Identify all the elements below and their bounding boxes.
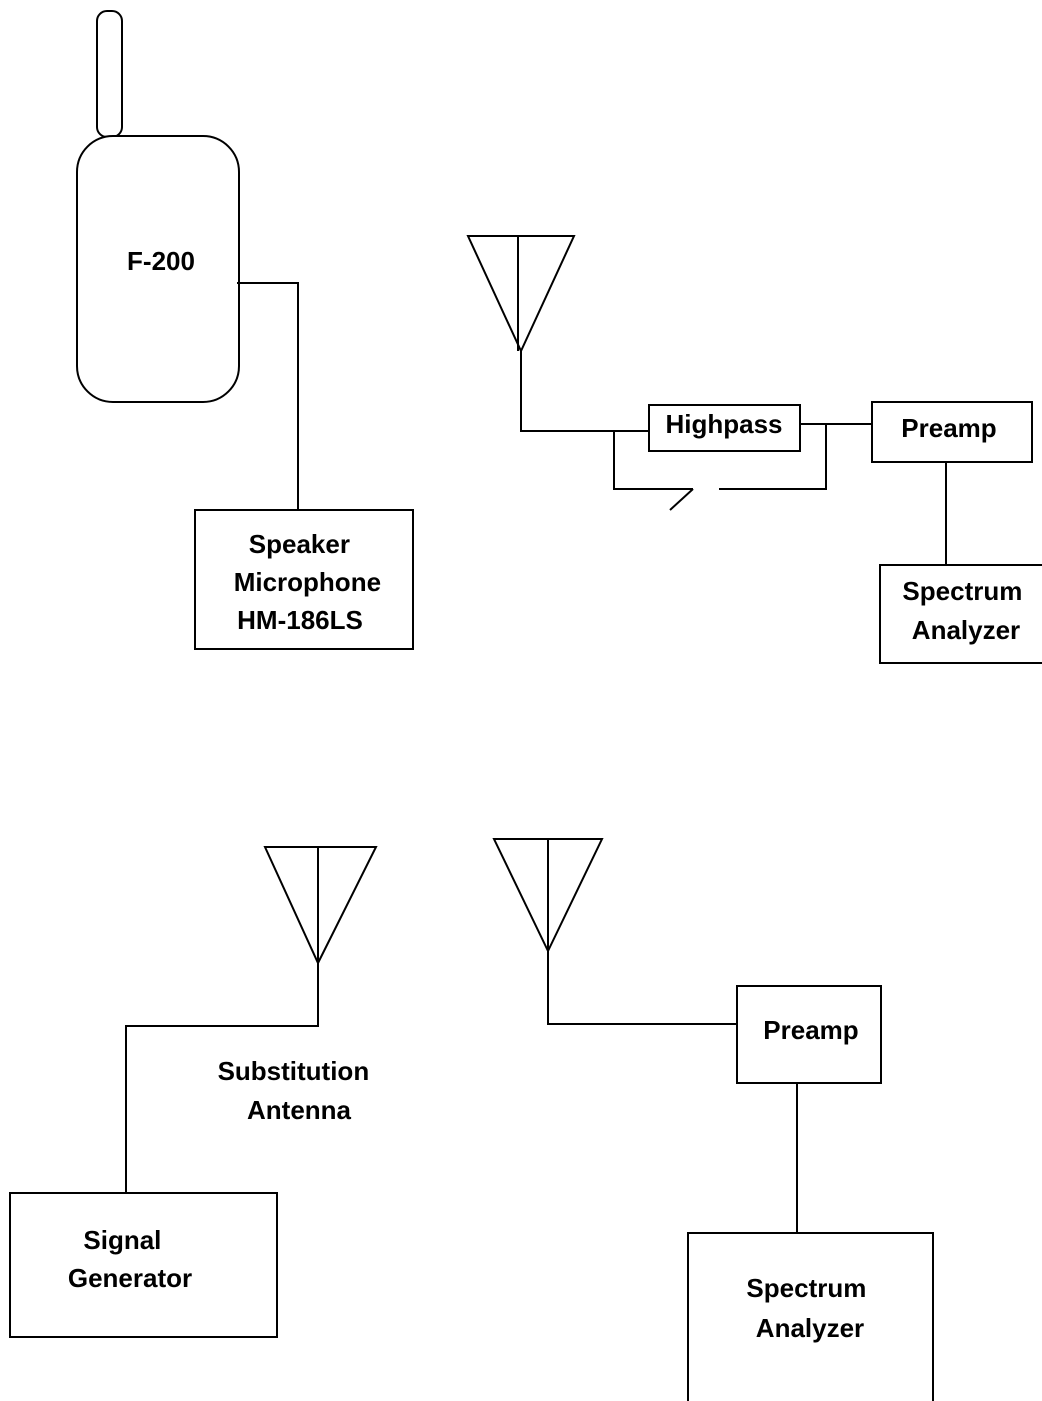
speaker-microphone-outline: [194, 509, 414, 650]
spectrum-analyzer-top-line-2: Analyzer: [912, 615, 1020, 645]
preamp-top: Preamp: [871, 401, 1033, 463]
preamp-top-label: Preamp: [901, 413, 996, 443]
preamp-bottom-outline: [736, 985, 882, 1084]
spectrum-analyzer-top-line-1: Spectrum: [902, 576, 1022, 606]
substitution-antenna-label: Substitution Antenna: [218, 1056, 377, 1125]
radio-to-speaker-mic-wire: [237, 282, 299, 510]
signal-generator: Signal Generator: [9, 1192, 278, 1338]
spectrum-analyzer-top-label: Spectrum Analyzer: [902, 576, 1029, 645]
receive-antenna-bottom: [492, 838, 737, 1025]
preamp-top-outline: [871, 401, 1033, 463]
spectrum-analyzer-bottom-line-2: Analyzer: [756, 1313, 864, 1343]
preamp-bottom-label: Preamp: [763, 1015, 858, 1045]
speaker-microphone-label: Speaker Microphone HM-186LS: [234, 529, 389, 635]
highpass-label: Highpass: [665, 409, 782, 439]
spectrum-analyzer-bottom: Spectrum Analyzer: [687, 1232, 934, 1401]
highpass-filter: Highpass: [648, 404, 801, 452]
speaker-microphone-label-line-2: Microphone: [234, 567, 381, 597]
spectrum-analyzer-bottom-outline: [687, 1232, 934, 1401]
spectrum-analyzer-bottom-label: Spectrum Analyzer: [746, 1273, 873, 1343]
spectrum-analyzer-top: Spectrum Analyzer: [879, 564, 1042, 664]
spectrum-analyzer-bottom-line-1: Spectrum: [746, 1273, 866, 1303]
signal-generator-label: Signal Generator: [68, 1225, 192, 1293]
radio-body: [76, 135, 240, 403]
speaker-microphone-label-line-1: Speaker: [249, 529, 350, 559]
handheld-radio: F-200: [76, 10, 240, 403]
substitution-antenna-line-2: Antenna: [247, 1095, 352, 1125]
spectrum-analyzer-top-outline: [879, 564, 1042, 664]
bypass-path: [613, 423, 872, 511]
speaker-microphone-label-line-3: HM-186LS: [237, 605, 363, 635]
signal-generator-line-1: Signal: [83, 1225, 161, 1255]
radio-label: F-200: [127, 246, 195, 276]
highpass-outline: [648, 404, 801, 452]
signal-generator-line-2: Generator: [68, 1263, 192, 1293]
substitution-antenna-line-1: Substitution: [218, 1056, 370, 1086]
preamp-bottom: Preamp: [736, 985, 882, 1084]
radio-antenna: [96, 10, 123, 138]
substitution-antenna: [125, 846, 378, 1193]
receive-antenna-top: [466, 235, 655, 432]
speaker-microphone-box: Speaker Microphone HM-186LS: [194, 509, 414, 650]
signal-generator-outline: [9, 1192, 278, 1338]
